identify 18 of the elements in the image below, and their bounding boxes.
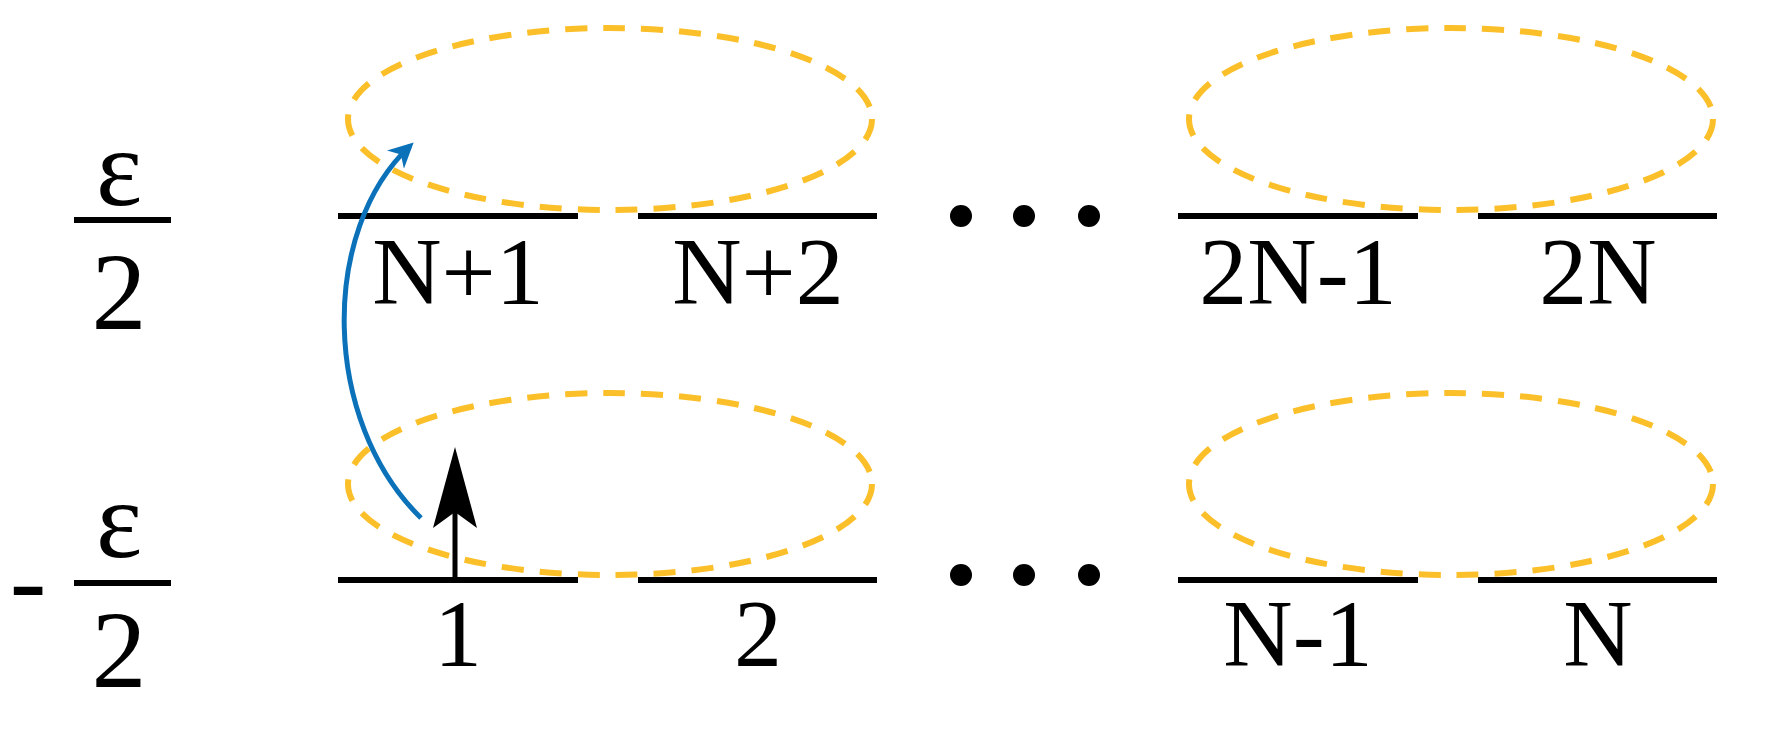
math-label: 1 (434, 586, 482, 682)
math-label: N+2 (672, 224, 844, 320)
math-label: 2N-1 (1199, 224, 1397, 320)
dashed-ellipse (1185, 24, 1717, 214)
math-label: 2 (734, 586, 782, 682)
math-label: N+1 (372, 224, 544, 320)
math-label: 2 (91, 595, 147, 705)
dashed-ellipse (1185, 389, 1717, 579)
math-label: N-1 (1223, 586, 1373, 682)
math-label: ε (95, 465, 143, 575)
dashed-ellipse (344, 24, 876, 214)
math-label: 2 (91, 237, 147, 347)
curved-arrow (341, 142, 423, 520)
math-label: 2N (1539, 224, 1657, 320)
math-label: ε (95, 113, 143, 223)
math-label: - (9, 525, 47, 635)
math-label: N (1563, 586, 1633, 682)
dashed-ellipse (344, 389, 876, 579)
